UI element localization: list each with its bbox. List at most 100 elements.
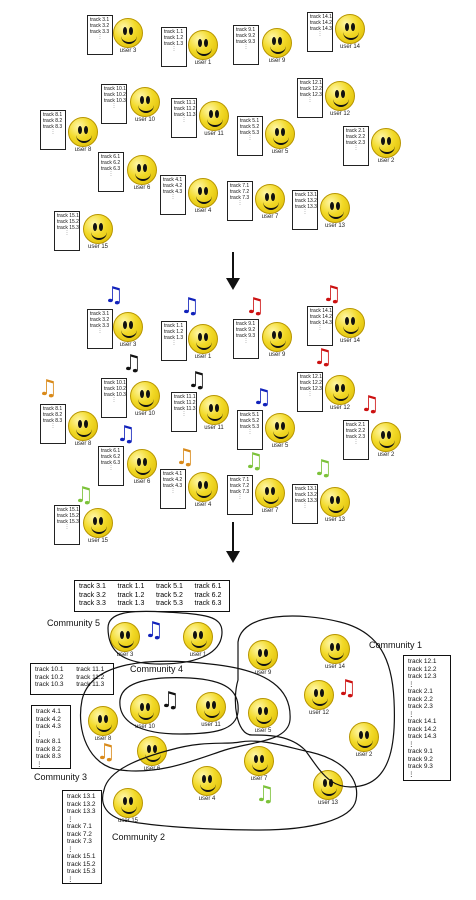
track-entry: track 14.2 [408, 725, 437, 733]
community-4-outline [119, 677, 239, 735]
user2-u11: user 11 [199, 395, 229, 431]
track-entry: track 13.2 [295, 198, 317, 204]
track-entry: track 9.3 [236, 333, 256, 339]
smiley-icon [83, 214, 113, 244]
track-entry: track 13.3 [295, 204, 317, 210]
community-u5: user 5 [248, 698, 278, 734]
user-label: user 12 [329, 405, 350, 411]
user-label: user 9 [268, 58, 286, 64]
track-entry: track 2.2 [408, 695, 433, 703]
track-entry: track 8.3 [43, 418, 63, 424]
user2-u6: user 6 [127, 449, 157, 485]
track-entry: track 9.1 [236, 321, 256, 327]
user-label: user 4 [194, 502, 212, 508]
more-tracks-ellipsis: ⋮ [67, 845, 74, 853]
user2-u14: user 14 [335, 308, 365, 344]
user2-u7: user 7 [255, 478, 285, 514]
track-entry: track 12.2 [408, 665, 437, 673]
user-label: user 11 [204, 425, 224, 431]
user-label: user 3 [116, 652, 134, 658]
user2-u2: user 2 [371, 422, 401, 458]
track-entry: track 14.2 [310, 314, 332, 320]
smiley-icon [335, 14, 365, 44]
track-entry: track 3.1 [90, 311, 110, 317]
smiley-icon [88, 706, 118, 736]
smiley-icon [188, 30, 218, 60]
track-entry: track 6.3 [101, 460, 121, 466]
smiley-icon [255, 478, 285, 508]
track-entry: track 2.2 [346, 134, 366, 140]
more-tracks-ellipsis: ⋮ [111, 397, 117, 403]
track-entry: track 3.1 [79, 583, 106, 590]
track-entry: track 3.2 [79, 591, 106, 599]
track-entry: track 5.1 [156, 583, 183, 590]
track-entry: track 1.1 [117, 583, 145, 590]
community-u12: user 12 [304, 680, 334, 716]
track-entry: track 9.1 [408, 748, 433, 755]
user-label: user 1 [194, 354, 212, 360]
user-u10: user 10 [130, 87, 160, 123]
user-u2: user 2 [371, 128, 401, 164]
community-3-outline [79, 660, 291, 772]
music-note-icon: ♫ [244, 449, 264, 474]
smiley-icon [320, 634, 350, 664]
user2-u8: user 8 [68, 411, 98, 447]
track-entry: track 9.2 [236, 33, 256, 39]
track-entry: track 13.1 [295, 486, 317, 492]
track-entry: track 13.2 [67, 800, 96, 808]
user-label: user 13 [317, 800, 338, 806]
smiley-icon [188, 178, 218, 208]
track-entry: track 6.2 [194, 591, 222, 599]
user-label: user 13 [324, 223, 345, 229]
smiley-icon [68, 411, 98, 441]
user-u7: user 7 [255, 184, 285, 220]
music-note-icon: ♫ [313, 456, 333, 481]
track-entry: track 2.2 [346, 428, 366, 434]
track-entry: track 5.3 [156, 600, 183, 608]
music-note-icon: ♫ [313, 345, 333, 370]
track-entry: track 12.1 [408, 658, 437, 665]
music-note-icon: ♫ [180, 294, 200, 319]
more-tracks-ellipsis: ⋮ [64, 524, 70, 530]
smiley-icon [83, 508, 113, 538]
track-entry: track 4.3 [163, 189, 183, 195]
track-entry: track 10.1 [35, 666, 64, 673]
more-tracks-ellipsis: ⋮ [243, 44, 249, 50]
track-entry: track 15.2 [57, 513, 79, 519]
track-entry: track 11.1 [174, 100, 196, 106]
smiley-icon [188, 472, 218, 502]
track-entry: track 12.2 [300, 380, 322, 386]
user-u13: user 13 [320, 193, 350, 229]
user-label: user 11 [204, 131, 224, 137]
more-tracks-ellipsis: ⋮ [170, 194, 176, 200]
user-label: user 2 [377, 158, 395, 164]
smiley-icon [196, 692, 226, 722]
track-entry: track 13.2 [295, 492, 317, 498]
user-label: user 1 [189, 652, 207, 658]
user-u12: user 12 [325, 81, 355, 117]
track-entry: track 3.3 [79, 600, 106, 608]
track-entry: track 10.3 [104, 98, 126, 104]
track-entry: track 10.1 [104, 380, 126, 386]
user-label: user 8 [94, 736, 112, 742]
track-entry: track 1.3 [164, 41, 184, 47]
smiley-icon [248, 698, 278, 728]
track-entry: track 11.2 [174, 106, 196, 112]
music-note-icon: ♫ [144, 618, 164, 643]
user2-u13: user 13 [320, 487, 350, 523]
more-tracks-ellipsis: ⋮ [67, 875, 74, 883]
track-entry: track 13.1 [67, 793, 96, 800]
user-label: user 8 [74, 441, 92, 447]
user-label: user 15 [87, 538, 108, 544]
more-tracks-ellipsis: ⋮ [317, 325, 323, 331]
arrow-1 [226, 252, 240, 290]
smiley-icon [265, 119, 295, 149]
track-entry: track 11.1 [76, 666, 105, 673]
user-label: user 14 [324, 664, 345, 670]
track-entry: track 9.3 [236, 39, 256, 45]
